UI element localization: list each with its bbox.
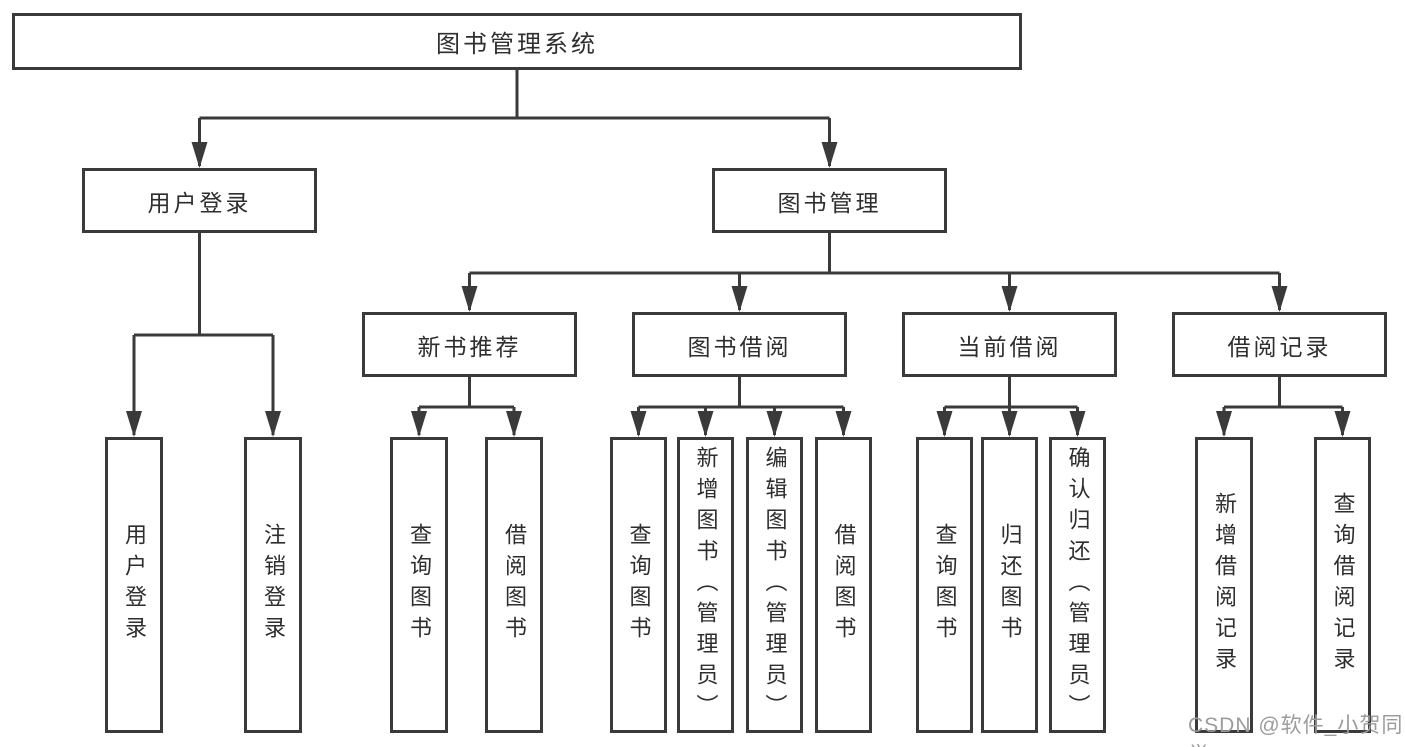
arrowhead-icon	[936, 411, 953, 437]
arrowhead-icon	[1001, 286, 1018, 312]
leaf-user-login: 用户登录	[105, 437, 163, 733]
node-root: 图书管理系统	[12, 13, 1022, 70]
arrowhead-icon	[766, 411, 783, 437]
arrowhead-icon	[630, 411, 647, 437]
leaf-add-borrow-record: 新增借阅记录	[1195, 437, 1253, 733]
arrowhead-icon	[1216, 411, 1232, 437]
node-book-borrowing: 图书借阅	[632, 312, 847, 377]
arrowhead-icon	[411, 411, 427, 437]
arrowhead-icon	[191, 142, 208, 168]
node-book-management: 图书管理	[712, 168, 947, 233]
node-borrow-records: 借阅记录	[1172, 312, 1387, 377]
leaf-query-borrow-record: 查询借阅记录	[1314, 437, 1371, 733]
leaf-query-books-current: 查询图书	[916, 437, 973, 733]
arrowhead-icon	[835, 411, 852, 437]
node-current-borrowing: 当前借阅	[902, 312, 1117, 377]
node-user-login: 用户登录	[82, 168, 317, 233]
arrowhead-icon	[1001, 411, 1018, 437]
arrowhead-icon	[506, 411, 522, 437]
leaf-borrow-books-recommend: 借阅图书	[485, 437, 543, 733]
leaf-query-books-recommend: 查询图书	[390, 437, 448, 733]
arrowhead-icon	[1069, 411, 1086, 437]
leaf-return-books: 归还图书	[981, 437, 1038, 733]
arrowhead-icon	[461, 286, 478, 312]
arrowhead-icon	[731, 286, 748, 312]
arrowhead-icon	[1334, 411, 1351, 437]
leaf-edit-books-admin: 编辑图书（管理员）	[746, 437, 803, 733]
leaf-add-books-admin: 新增图书（管理员）	[677, 437, 734, 733]
arrowhead-icon	[697, 411, 714, 437]
arrowhead-icon	[1271, 286, 1288, 312]
leaf-logout: 注销登录	[244, 437, 302, 733]
node-new-book-recommend: 新书推荐	[362, 312, 577, 377]
arrowhead-icon	[265, 411, 281, 437]
leaf-confirm-return-admin: 确认归还（管理员）	[1049, 437, 1106, 733]
leaf-query-books-borrowing: 查询图书	[610, 437, 667, 733]
leaf-borrow-books-borrowing: 借阅图书	[815, 437, 872, 733]
arrowhead-icon	[821, 142, 838, 168]
arrowhead-icon	[126, 411, 142, 437]
